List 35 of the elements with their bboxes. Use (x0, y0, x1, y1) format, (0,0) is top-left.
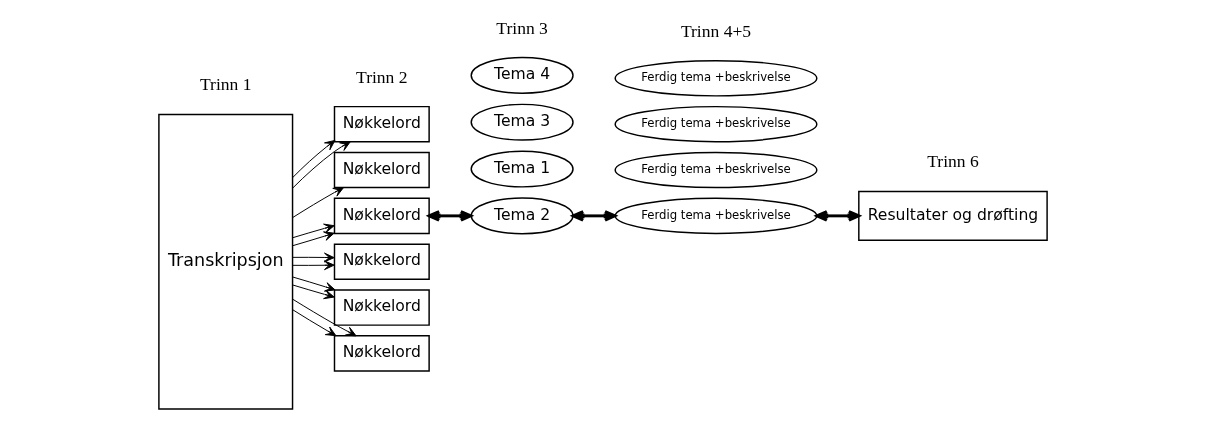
node-box: Transkripsjon (157, 113, 293, 410)
arrow (291, 298, 357, 337)
node-ellipse: Tema 2 (470, 197, 574, 235)
node-ellipse: Tema 1 (470, 150, 574, 188)
node-ellipse: Ferdig tema +beskrivelse (613, 151, 818, 189)
label: Trinn 3 (495, 17, 548, 38)
arrow (291, 284, 335, 300)
label: Trinn 1 (199, 74, 251, 95)
arrow (291, 231, 335, 247)
arrow (815, 210, 860, 222)
label: Trinn 6 (926, 151, 979, 172)
node-box: Nøkkelord (333, 197, 430, 235)
arrow (427, 210, 472, 222)
node-box: Resultater og drøfting (857, 190, 1048, 241)
arrow (291, 187, 344, 219)
node-ellipse: Ferdig tema +beskrivelse (613, 60, 818, 97)
node-box: Nøkkelord (333, 289, 430, 326)
arrow (291, 252, 335, 263)
arrow (291, 139, 335, 179)
arrow (291, 309, 336, 337)
arrow (291, 276, 336, 292)
node-box: Nøkkelord (333, 151, 430, 189)
arrow (571, 210, 616, 222)
node-ellipse: Tema 3 (470, 103, 574, 141)
node-box: Nøkkelord (333, 335, 430, 372)
node-ellipse: Ferdig tema +beskrivelse (613, 197, 818, 235)
arrow (291, 141, 351, 189)
label: Trinn 2 (355, 66, 408, 87)
node-ellipse: Tema 4 (470, 56, 574, 94)
label: Trinn 4+5 (680, 20, 751, 41)
arrow (291, 223, 335, 239)
arrow (291, 260, 335, 271)
node-box: Nøkkelord (333, 243, 430, 280)
node-ellipse: Ferdig tema +beskrivelse (613, 105, 818, 143)
node-box: Nøkkelord (333, 105, 430, 143)
